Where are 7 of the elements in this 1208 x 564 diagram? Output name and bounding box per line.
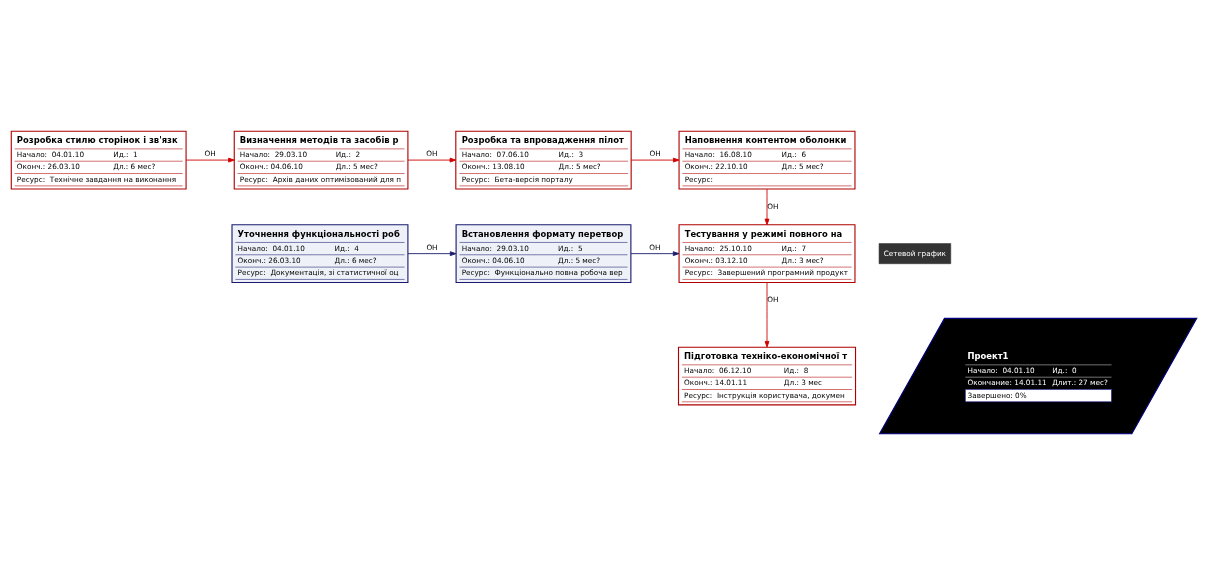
arrow bbox=[764, 281, 770, 347]
arrow bbox=[185, 157, 235, 162]
arrow bbox=[630, 250, 680, 256]
arrow bbox=[407, 157, 457, 162]
arrow bbox=[407, 250, 457, 256]
arrow bbox=[764, 188, 770, 225]
arrow bbox=[630, 157, 680, 162]
